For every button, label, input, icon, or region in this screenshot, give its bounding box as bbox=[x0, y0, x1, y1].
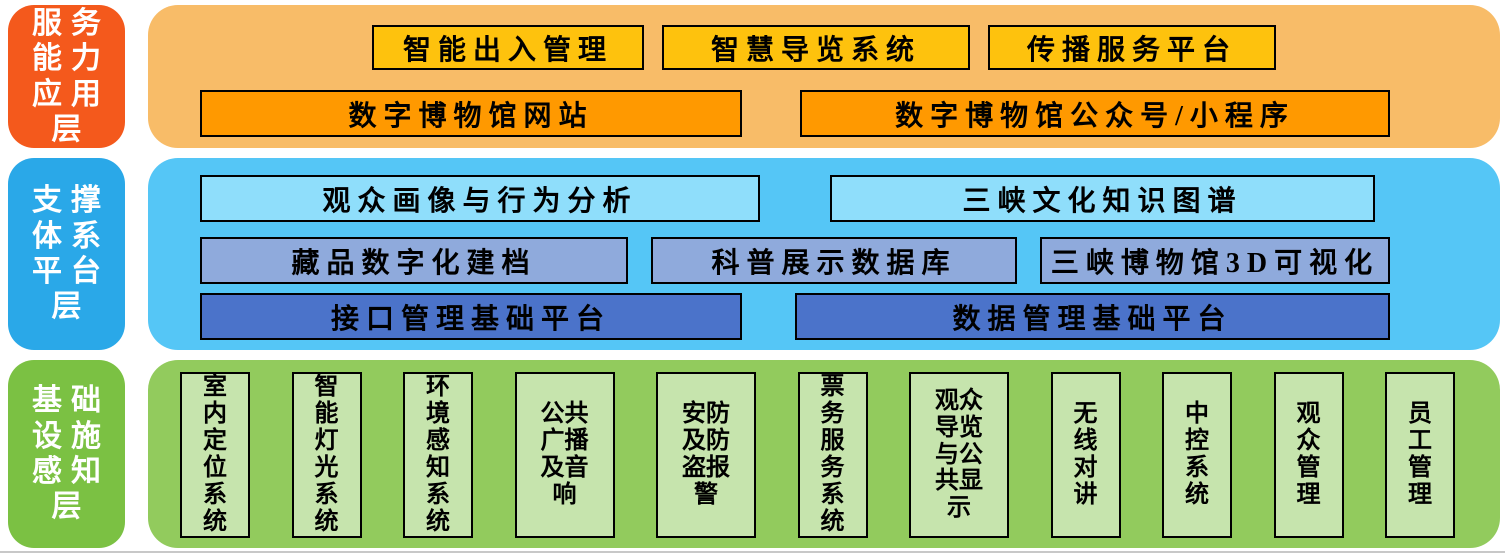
layer-label-infrastructure-perception: 基础 设施 感知 层 bbox=[8, 360, 125, 548]
box-digital-museum-website: 数字博物馆网站 bbox=[200, 90, 742, 137]
box-data-management-base-platform: 数据管理基础平台 bbox=[795, 293, 1390, 340]
box-digital-museum-official-account-miniprogram: 数字博物馆公众号/小程序 bbox=[800, 90, 1390, 137]
box-visitor-management: 观众管理 bbox=[1273, 372, 1344, 538]
layer-container-support-platform: 观众画像与行为分析 三峡文化知识图谱 藏品数字化建档 科普展示数据库 三峡博物馆… bbox=[148, 158, 1500, 350]
box-ticketing-service-system: 票务服务系统 bbox=[797, 372, 868, 538]
support-platform-row-1: 观众画像与行为分析 三峡文化知识图谱 bbox=[148, 158, 1500, 222]
box-central-control-system-label: 中控系统 bbox=[1185, 401, 1209, 508]
box-security-and-burglar-alarm-label: 安防及防盗报警 bbox=[682, 401, 730, 508]
box-sanxia-culture-knowledge-graph: 三峡文化知识图谱 bbox=[830, 175, 1375, 222]
box-security-and-burglar-alarm: 安防及防盗报警 bbox=[656, 372, 756, 538]
layer-label-service-application: 服务 能力 应用 层 bbox=[8, 5, 125, 148]
box-environment-sensing-system-label: 环境感知系统 bbox=[426, 374, 450, 535]
box-smart-access-management: 智能出入管理 bbox=[372, 25, 644, 70]
layer-container-infrastructure-perception: 室内定位系统 智能灯光系统 环境感知系统 公共广播及音响 安防及防盗报警 票务服… bbox=[148, 360, 1500, 548]
box-indoor-positioning-system-label: 室内定位系统 bbox=[203, 374, 227, 535]
box-environment-sensing-system: 环境感知系统 bbox=[403, 372, 473, 538]
box-ticketing-service-system-label: 票务服务系统 bbox=[820, 374, 845, 535]
box-visitor-guide-and-public-display: 观众导览与公共显示 bbox=[909, 372, 1009, 538]
box-public-broadcast-and-audio-label: 公共广播及音响 bbox=[540, 401, 589, 508]
support-platform-row-3: 接口管理基础平台 数据管理基础平台 bbox=[148, 293, 1500, 340]
box-wireless-intercom: 无线对讲 bbox=[1050, 372, 1121, 538]
box-wireless-intercom-label: 无线对讲 bbox=[1073, 401, 1098, 508]
box-visitor-guide-and-public-display-label: 观众导览与公共显示 bbox=[935, 387, 983, 522]
box-smart-guide-system: 智慧导览系统 bbox=[662, 25, 970, 70]
box-visitor-management-label: 观众管理 bbox=[1296, 401, 1321, 508]
box-sanxia-museum-3d-visualization: 三峡博物馆3D可视化 bbox=[1040, 237, 1390, 284]
layer-support-platform: 支撑 体系 平台 层 观众画像与行为分析 三峡文化知识图谱 藏品数字化建档 科普… bbox=[8, 158, 1500, 350]
box-interface-management-base-platform: 接口管理基础平台 bbox=[200, 293, 742, 340]
box-communication-service-platform: 传播服务平台 bbox=[988, 25, 1276, 70]
box-science-display-database: 科普展示数据库 bbox=[651, 237, 1017, 284]
layer-container-service-application: 智能出入管理 智慧导览系统 传播服务平台 数字博物馆网站 数字博物馆公众号/小程… bbox=[148, 5, 1500, 148]
box-staff-management-label: 员工管理 bbox=[1408, 401, 1432, 508]
box-collection-digital-archiving: 藏品数字化建档 bbox=[200, 237, 628, 284]
box-central-control-system: 中控系统 bbox=[1162, 372, 1232, 538]
layer-infrastructure-perception: 基础 设施 感知 层 室内定位系统 智能灯光系统 环境感知系统 公共广播及音响 … bbox=[8, 360, 1500, 548]
bottom-divider-line bbox=[0, 551, 1505, 553]
layer-label-support-platform: 支撑 体系 平台 层 bbox=[8, 158, 125, 350]
box-smart-lighting-system: 智能灯光系统 bbox=[291, 372, 362, 538]
box-visitor-profile-behavior-analysis: 观众画像与行为分析 bbox=[200, 175, 760, 222]
service-app-row-2: 数字博物馆网站 数字博物馆公众号/小程序 bbox=[148, 90, 1500, 137]
box-public-broadcast-and-audio: 公共广播及音响 bbox=[514, 372, 615, 538]
support-platform-row-2: 藏品数字化建档 科普展示数据库 三峡博物馆3D可视化 bbox=[148, 237, 1500, 284]
service-app-row-1: 智能出入管理 智慧导览系统 传播服务平台 bbox=[148, 25, 1500, 70]
box-staff-management: 员工管理 bbox=[1385, 372, 1455, 538]
box-smart-lighting-system-label: 智能灯光系统 bbox=[314, 374, 339, 535]
box-indoor-positioning-system: 室内定位系统 bbox=[180, 372, 250, 538]
layer-service-application: 服务 能力 应用 层 智能出入管理 智慧导览系统 传播服务平台 数字博物馆网站 … bbox=[8, 5, 1500, 148]
